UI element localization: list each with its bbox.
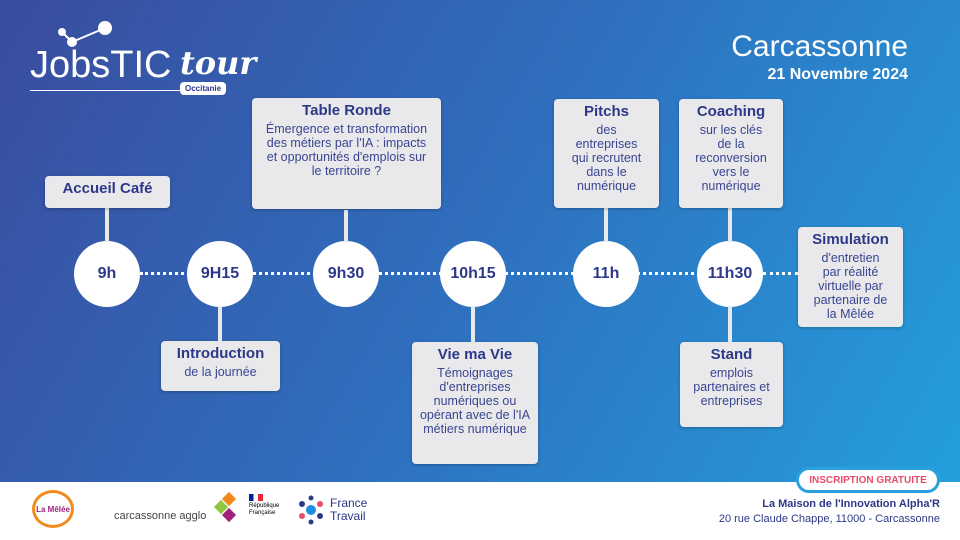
france-travail-icon	[299, 495, 323, 525]
connector	[471, 306, 475, 342]
connector	[604, 208, 608, 242]
time-node: 11h30	[697, 241, 763, 307]
time-node: 11h	[573, 241, 639, 307]
event-title: Coaching	[696, 103, 766, 120]
republique-francaise-logo: République Française	[249, 494, 291, 517]
agglo-text: carcassonne agglo	[114, 510, 207, 522]
event-desc: des entreprises qui recrutent dans le nu…	[571, 123, 642, 193]
connector	[344, 210, 348, 242]
banner-background: JobsTIC tour Occitanie Carcassonne 21 No…	[0, 0, 960, 482]
event-title: Stand	[710, 346, 753, 363]
event-card: Simulation d'entretien par réalité virtue…	[798, 227, 903, 327]
event-title: Accueil Café	[62, 180, 153, 197]
inscription-button[interactable]: INSCRIPTION GRATUITE	[796, 467, 940, 493]
time-node: 9h	[74, 241, 140, 307]
connector	[218, 306, 222, 342]
event-date: 21 Novembre 2024	[767, 66, 908, 83]
connector	[728, 306, 732, 342]
carcassonne-agglo-logo: carcassonne agglo	[114, 490, 244, 530]
logo-underline	[30, 90, 180, 91]
event-card: Coaching sur les clés de la reconversion …	[679, 99, 783, 208]
timeline-line	[140, 272, 700, 275]
venue-name: La Maison de l'Innovation Alpha'R	[762, 498, 940, 510]
event-desc: sur les clés de la reconversion vers le …	[695, 123, 767, 193]
event-card: Introduction de la journée	[161, 341, 280, 391]
timeline-line-end	[763, 272, 798, 275]
melee-logo: La Mêlée	[32, 490, 74, 528]
time-node: 10h15	[440, 241, 506, 307]
event-desc: de la journée	[184, 365, 257, 379]
event-desc: Témoignages d'entreprises numériques ou …	[419, 366, 531, 436]
event-title: Simulation	[812, 231, 889, 248]
event-card: Stand emplois partenaires et entreprises	[680, 342, 783, 427]
time-node: 9h30	[313, 241, 379, 307]
city: Carcassonne	[731, 30, 908, 63]
connector	[728, 208, 732, 242]
logo-text: JobsTIC	[30, 44, 172, 86]
event-card: Accueil Café	[45, 176, 170, 208]
connector	[105, 208, 109, 242]
network-icon	[58, 21, 112, 47]
event-title: Introduction	[176, 345, 265, 362]
france-travail-logo: France Travail	[296, 494, 375, 526]
event-desc: emplois partenaires et entreprises	[693, 366, 770, 408]
event-title: Vie ma Vie	[437, 346, 513, 363]
logo-script: tour	[180, 44, 257, 82]
venue-address: 20 rue Claude Chappe, 11000 - Carcassonn…	[718, 513, 940, 525]
event-card: Pitchs des entreprises qui recrutent dans…	[554, 99, 659, 208]
logo-region: Occitanie	[180, 82, 227, 95]
event-desc: d'entretien par réalité virtuelle par pa…	[813, 251, 888, 321]
event-desc: Émergence et transformation des métiers …	[265, 122, 428, 178]
event-title: Table Ronde	[302, 102, 391, 119]
event-title: Pitchs	[583, 103, 629, 120]
time-node: 9H15	[187, 241, 253, 307]
